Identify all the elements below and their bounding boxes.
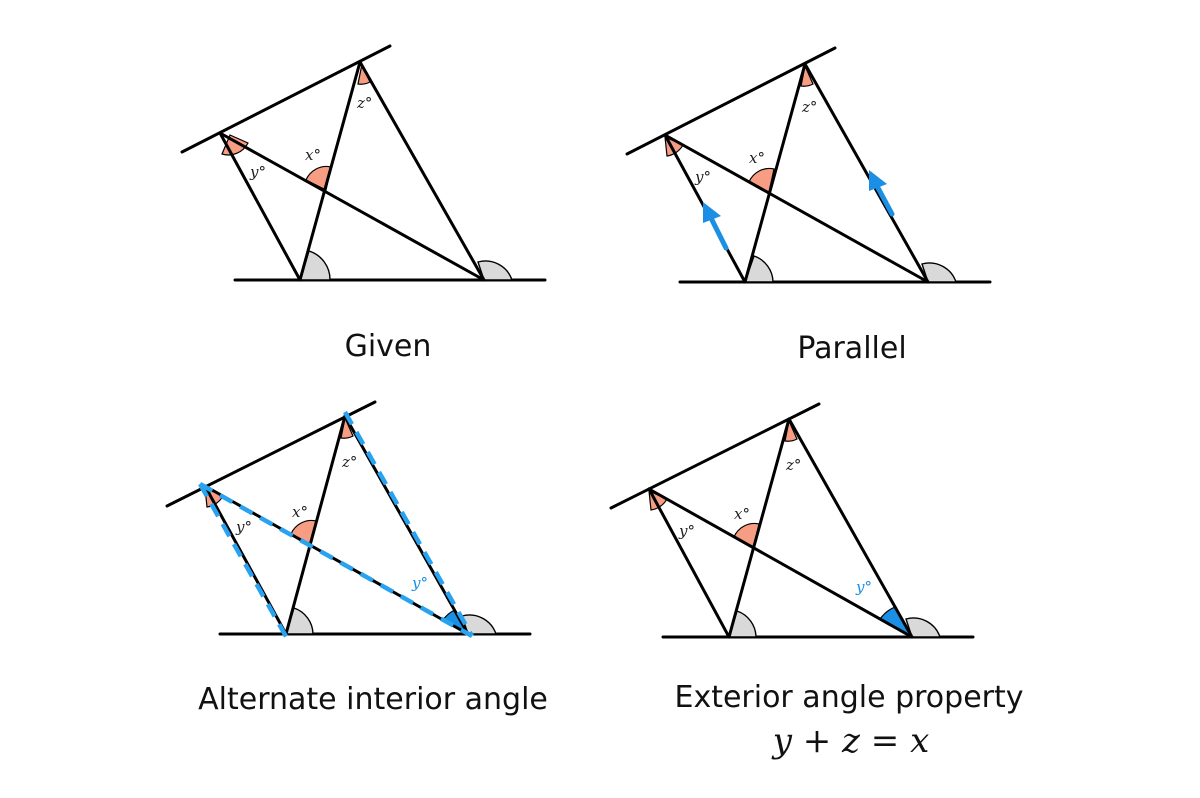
segment-b [218,131,486,282]
panel-parallel: y° x° z° Parallel [625,46,992,366]
label-y: y° [235,518,252,536]
label-y-exterior: y° [855,578,872,596]
label-x: x° [749,149,765,167]
label-x: x° [734,505,750,523]
label-z: z° [356,94,372,112]
parallel-arrow-right [874,183,895,217]
top-line [625,46,837,156]
equation: y + z = x [771,721,930,761]
segment-b [663,133,930,284]
caption-exterior-angle: Exterior angle property [674,680,1023,715]
dashed-diagonal [198,482,474,638]
top-line [180,44,392,154]
label-y: y° [249,163,266,181]
bottom-angle-right [905,617,941,638]
panel-given: y° x° z° Given [180,44,547,364]
segment-c [284,414,347,636]
bottom-angle-left [744,255,774,283]
segment-d [803,62,930,284]
segment-c [727,417,791,639]
segment-d [787,417,914,639]
dashed-right-side [343,410,474,638]
caption-alternate-interior: Alternate interior angle [198,682,548,717]
bottom-angle-right [921,262,957,283]
label-z: z° [801,98,817,116]
parallel-arrowhead-left [703,202,721,223]
label-z: z° [341,453,357,471]
label-x: x° [292,503,308,521]
segment-c [743,62,807,284]
segment-a [647,487,731,639]
panel-alternate-interior: y° x° z° y° Alternate interior angle [165,400,548,717]
parallel-arrow-left [708,215,729,251]
parallel-arrowhead-right [869,170,887,191]
bottom-angle-right [477,260,513,281]
panel-exterior-angle: y° x° z° y° Exterior angle property y + … [609,402,1024,761]
dashed-left-side [198,482,290,642]
segment-c [298,60,362,282]
caption-given: Given [345,329,432,364]
label-x: x° [305,146,321,164]
top-line [609,402,821,510]
caption-parallel: Parallel [797,331,906,366]
segment-a [218,131,302,282]
label-y: y° [678,522,695,540]
label-y: y° [694,168,711,186]
label-z: z° [785,456,801,474]
segment-b [647,487,914,639]
segment-d [358,60,486,282]
label-y-alternate: y° [411,574,428,592]
